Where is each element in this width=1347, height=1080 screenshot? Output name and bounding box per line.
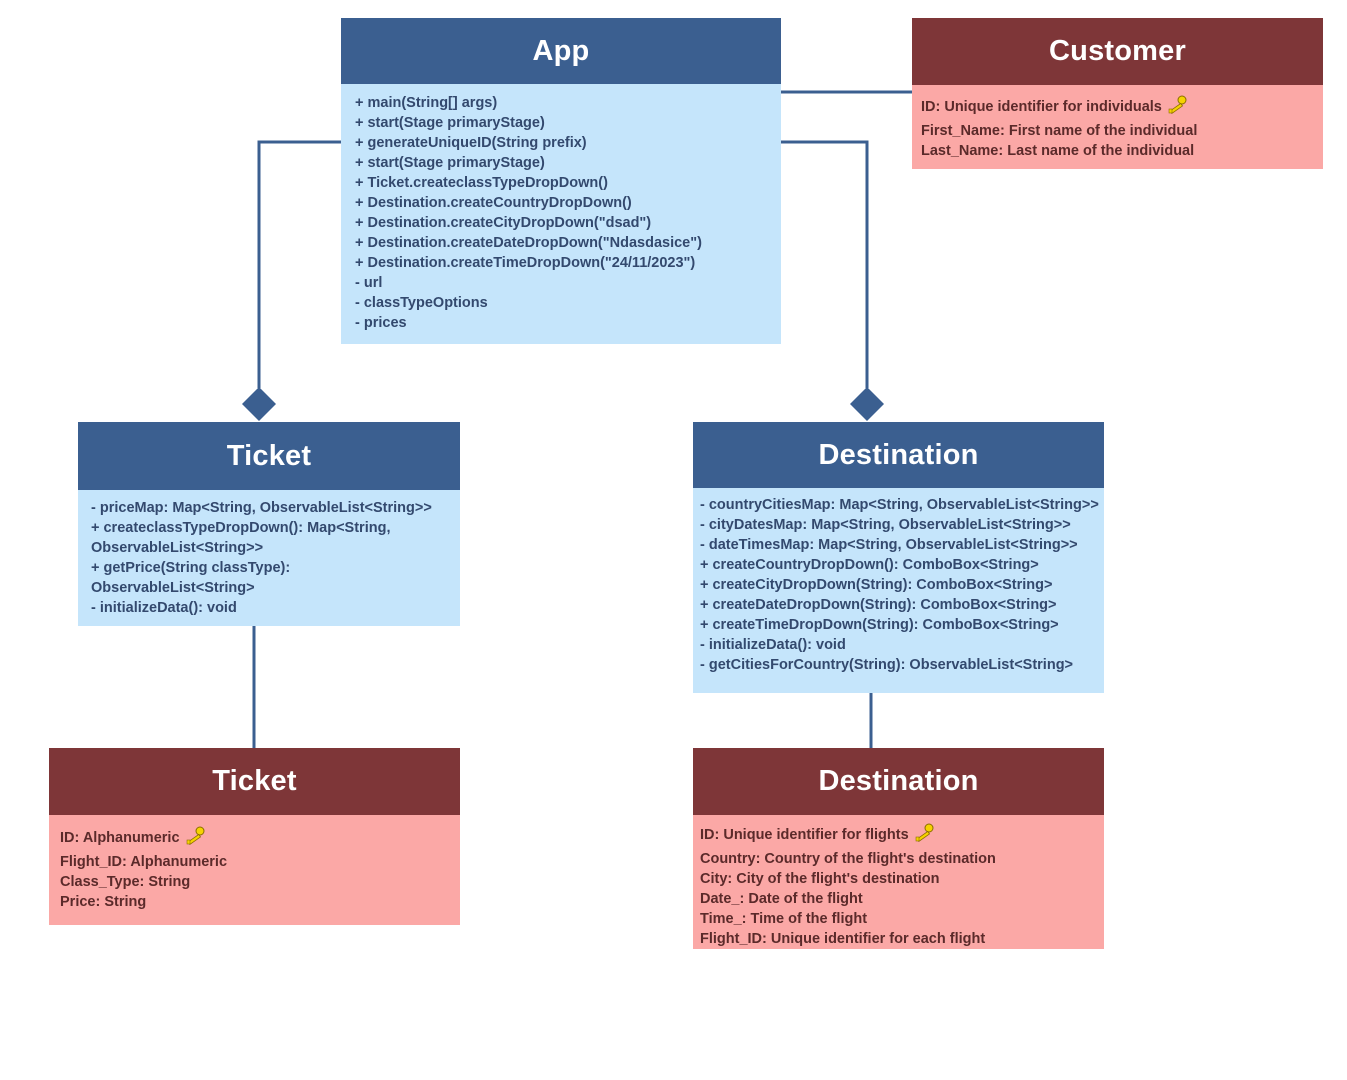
- app-member: - classTypeOptions: [355, 295, 488, 311]
- ticket-field: Flight_ID: Alphanumeric: [60, 854, 228, 870]
- destination-field: Time_: Time of the flight: [700, 911, 868, 927]
- ticket-composition-diamond: [242, 387, 276, 421]
- destination-entity-box[interactable]: Destination ID: Unique identifier for fl…: [693, 748, 1104, 949]
- customer-field: First_Name: First name of the individual: [921, 123, 1198, 139]
- destination-member: - initializeData(): void: [700, 637, 846, 653]
- ticket-field-text: ID: Alphanumeric: [60, 830, 180, 846]
- ticket-field-id: ID: Alphanumeric: [60, 826, 449, 852]
- destination-member: + createDateDropDown(String): ComboBox<S…: [700, 597, 1057, 613]
- ticket-entity-box[interactable]: Ticket ID: Alphanumeric Flight_ID: Alpha…: [49, 748, 460, 925]
- ticket-class-title: Ticket: [78, 422, 460, 490]
- destination-field: Flight_ID: Unique identifier for each fl…: [700, 931, 986, 947]
- ticket-entity-fields: ID: Alphanumeric Flight_ID: Alphanumeric…: [49, 815, 460, 925]
- destination-entity-title: Destination: [693, 748, 1104, 815]
- key-icon: [913, 823, 935, 849]
- ticket-member: - priceMap: Map<String, ObservableList<S…: [91, 500, 432, 516]
- destination-field: Date_: Date of the flight: [700, 891, 863, 907]
- app-member: + start(Stage primaryStage): [355, 155, 545, 171]
- destination-entity-fields: ID: Unique identifier for flights Countr…: [693, 815, 1104, 949]
- app-member: - prices: [355, 315, 407, 331]
- customer-entity-box[interactable]: Customer ID: Unique identifier for indiv…: [912, 18, 1323, 169]
- ticket-member: + getPrice(String classType): Observable…: [91, 560, 291, 596]
- key-icon: [1166, 95, 1188, 121]
- app-member: + Destination.createCityDropDown("dsad"): [355, 215, 652, 231]
- customer-field-text: ID: Unique identifier for individuals: [921, 99, 1162, 115]
- destination-member: - dateTimesMap: Map<String, ObservableLi…: [700, 537, 1078, 553]
- destination-class-box[interactable]: Destination - countryCitiesMap: Map<Stri…: [693, 422, 1104, 693]
- ticket-class-members: - priceMap: Map<String, ObservableList<S…: [78, 490, 460, 626]
- destination-member: - countryCitiesMap: Map<String, Observab…: [700, 497, 1099, 513]
- destination-member: - getCitiesForCountry(String): Observabl…: [700, 657, 1074, 673]
- customer-field-id: ID: Unique identifier for individuals: [921, 95, 1314, 121]
- ticket-field: Class_Type: String: [60, 874, 191, 890]
- app-member: + main(String[] args): [355, 95, 498, 111]
- app-destination-composition-line: [781, 140, 869, 388]
- ticket-class-box[interactable]: Ticket - priceMap: Map<String, Observabl…: [78, 422, 460, 626]
- app-class-box[interactable]: App + main(String[] args) + start(Stage …: [341, 18, 781, 344]
- destination-member: + createTimeDropDown(String): ComboBox<S…: [700, 617, 1059, 633]
- customer-field: Last_Name: Last name of the individual: [921, 143, 1195, 159]
- key-icon: [184, 826, 206, 852]
- app-member: + Destination.createTimeDropDown("24/11/…: [355, 255, 696, 271]
- destination-field: City: City of the flight's destination: [700, 871, 940, 887]
- app-ticket-composition-line: [257, 140, 341, 388]
- destination-member: - cityDatesMap: Map<String, ObservableLi…: [700, 517, 1071, 533]
- customer-entity-title: Customer: [912, 18, 1323, 85]
- app-class-title: App: [341, 18, 781, 84]
- destination-field-id: ID: Unique identifier for flights: [700, 823, 1097, 849]
- ticket-member: + createclassTypeDropDown(): Map<String,…: [91, 520, 391, 556]
- ticket-field: Price: String: [60, 894, 147, 910]
- destination-class-members: - countryCitiesMap: Map<String, Observab…: [693, 488, 1104, 693]
- app-member: + start(Stage primaryStage): [355, 115, 545, 131]
- destination-composition-diamond: [850, 387, 884, 421]
- ticket-entity-title: Ticket: [49, 748, 460, 815]
- app-member: + Ticket.createclassTypeDropDown(): [355, 175, 608, 191]
- app-class-members: + main(String[] args) + start(Stage prim…: [341, 84, 781, 344]
- destination-class-title: Destination: [693, 422, 1104, 488]
- app-member: + Destination.createDateDropDown("Ndasda…: [355, 235, 702, 251]
- app-member: + generateUniqueID(String prefix): [355, 135, 587, 151]
- customer-entity-fields: ID: Unique identifier for individuals Fi…: [912, 85, 1323, 169]
- destination-field: Country: Country of the flight's destina…: [700, 851, 996, 867]
- ticket-member: - initializeData(): void: [91, 600, 237, 616]
- destination-member: + createCityDropDown(String): ComboBox<S…: [700, 577, 1053, 593]
- destination-member: + createCountryDropDown(): ComboBox<Stri…: [700, 557, 1039, 573]
- app-member: - url: [355, 275, 383, 291]
- app-member: + Destination.createCountryDropDown(): [355, 195, 632, 211]
- destination-field-text: ID: Unique identifier for flights: [700, 827, 909, 843]
